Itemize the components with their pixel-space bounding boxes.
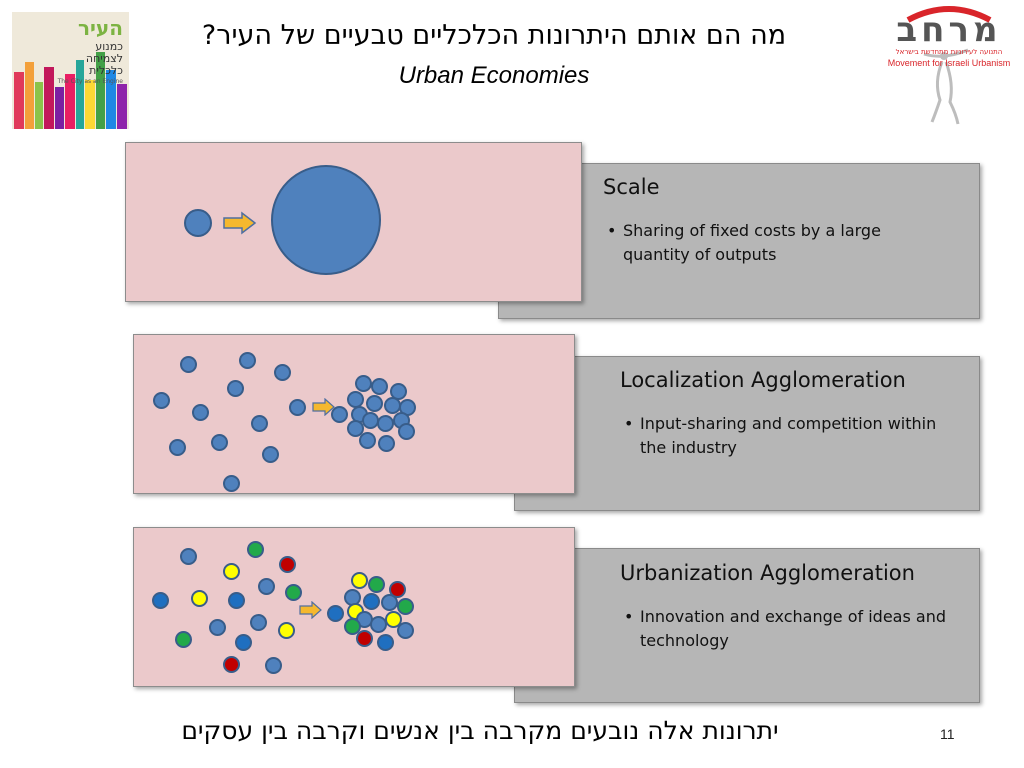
right-arrow-icon (312, 398, 335, 416)
clustered-firm-circle (398, 423, 415, 440)
firm-circle (192, 404, 209, 421)
firm-circle-yellow (223, 563, 240, 580)
clustered-firm-circle (377, 415, 394, 432)
urbanization-heading: Urbanization Agglomeration (620, 561, 915, 585)
clustered-firm-circle (389, 581, 406, 598)
right-arrow-icon (223, 211, 257, 235)
localization-diagram-panel (133, 334, 575, 494)
firm-circle (274, 364, 291, 381)
firm-circle (250, 614, 267, 631)
clustered-firm-circle (363, 593, 380, 610)
clustered-firm-circle (366, 395, 383, 412)
firm-circle (223, 475, 240, 492)
clustered-firm-circle (378, 435, 395, 452)
firm-circle (180, 356, 197, 373)
clustered-firm-circle (397, 622, 414, 639)
slide-page-number: 11 (940, 726, 955, 742)
thumbnail-line-5: The City as an Engine (57, 78, 123, 85)
firm-circle (258, 578, 275, 595)
city-engine-poster-thumbnail: העיר כמנוע לצמיחה כלכלית The City as an … (12, 12, 129, 129)
firm-circle-dark-blue (235, 634, 252, 651)
clustered-firm-circle (377, 634, 394, 651)
firm-circle-dark-blue (152, 592, 169, 609)
merhav-logo: מרחב התנועה לעירוניות מתחדשת בישראל Move… (884, 4, 1014, 126)
firm-circle (180, 548, 197, 565)
bullet-dot: • (624, 414, 634, 433)
firm-circle-red (223, 656, 240, 673)
localization-text-panel (514, 356, 980, 511)
large-firm-circle (271, 165, 381, 275)
clustered-firm-circle (344, 618, 361, 635)
footer-statement: יתרונות אלה נובעים מקרבה בין אנשים וקרבה… (181, 716, 779, 745)
firm-circle (153, 392, 170, 409)
localization-bullet-text: Input-sharing and competition within the… (640, 414, 937, 457)
firm-circle-yellow (278, 622, 295, 639)
firm-circle (209, 619, 226, 636)
thumbnail-line-1: העיר (78, 16, 123, 40)
clustered-firm-circle (331, 406, 348, 423)
urbanization-diagram-panel (133, 527, 575, 687)
firm-circle (289, 399, 306, 416)
firm-circle (211, 434, 228, 451)
scale-diagram-panel (125, 142, 582, 302)
clustered-firm-circle (359, 432, 376, 449)
slide-title-hebrew: מה הם אותם היתרונות הכלכליים טבעיים של ה… (201, 20, 787, 51)
urbanization-bullet-text: Innovation and exchange of ideas and tec… (640, 607, 946, 650)
logo-subtitle-hebrew: התנועה לעירוניות מתחדשת בישראל (895, 48, 1003, 56)
right-arrow-icon (299, 601, 322, 619)
firm-circle (251, 415, 268, 432)
firm-circle (169, 439, 186, 456)
firm-circle (262, 446, 279, 463)
bullet-dot: • (624, 607, 634, 626)
dancer-figure-icon (906, 6, 992, 125)
thumbnail-line-4: כלכלית (89, 64, 123, 77)
thumbnail-line-3: לצמיחה (85, 52, 123, 65)
firm-circle-green (247, 541, 264, 558)
urbanization-bullet: • Innovation and exchange of ideas and t… (624, 605, 960, 653)
firm-circle (239, 352, 256, 369)
bullet-dot: • (607, 221, 617, 240)
clustered-firm-circle (368, 576, 385, 593)
scale-bullet: • Sharing of fixed costs by a large quan… (607, 219, 943, 267)
slide-title-english: Urban Economies (398, 62, 590, 89)
logo-subtitle-english: Movement for Israeli Urbanism (887, 58, 1011, 68)
urbanization-text-panel (514, 548, 980, 703)
clustered-firm-circle (385, 611, 402, 628)
logo-hebrew-wordmark: מרחב (896, 10, 1002, 50)
firm-circle (227, 380, 244, 397)
clustered-firm-circle (355, 375, 372, 392)
scale-heading: Scale (603, 175, 660, 199)
clustered-firm-circle (371, 378, 388, 395)
firm-circle-dark-blue (228, 592, 245, 609)
firm-circle-yellow (191, 590, 208, 607)
clustered-firm-circle (381, 594, 398, 611)
firm-circle-red (279, 556, 296, 573)
localization-heading: Localization Agglomeration (620, 368, 906, 392)
clustered-firm-circle (356, 630, 373, 647)
small-firm-circle (184, 209, 212, 237)
clustered-firm-circle (327, 605, 344, 622)
thumbnail-line-2: כמנוע (95, 40, 123, 53)
firm-circle (265, 657, 282, 674)
scale-bullet-text: Sharing of fixed costs by a large quanti… (623, 221, 881, 264)
firm-circle-green (285, 584, 302, 601)
firm-circle-green (175, 631, 192, 648)
clustered-firm-circle (351, 572, 368, 589)
city-skyline-icon (12, 12, 129, 129)
localization-bullet: • Input-sharing and competition within t… (624, 412, 960, 460)
clustered-firm-circle (347, 420, 364, 437)
clustered-firm-circle (397, 598, 414, 615)
